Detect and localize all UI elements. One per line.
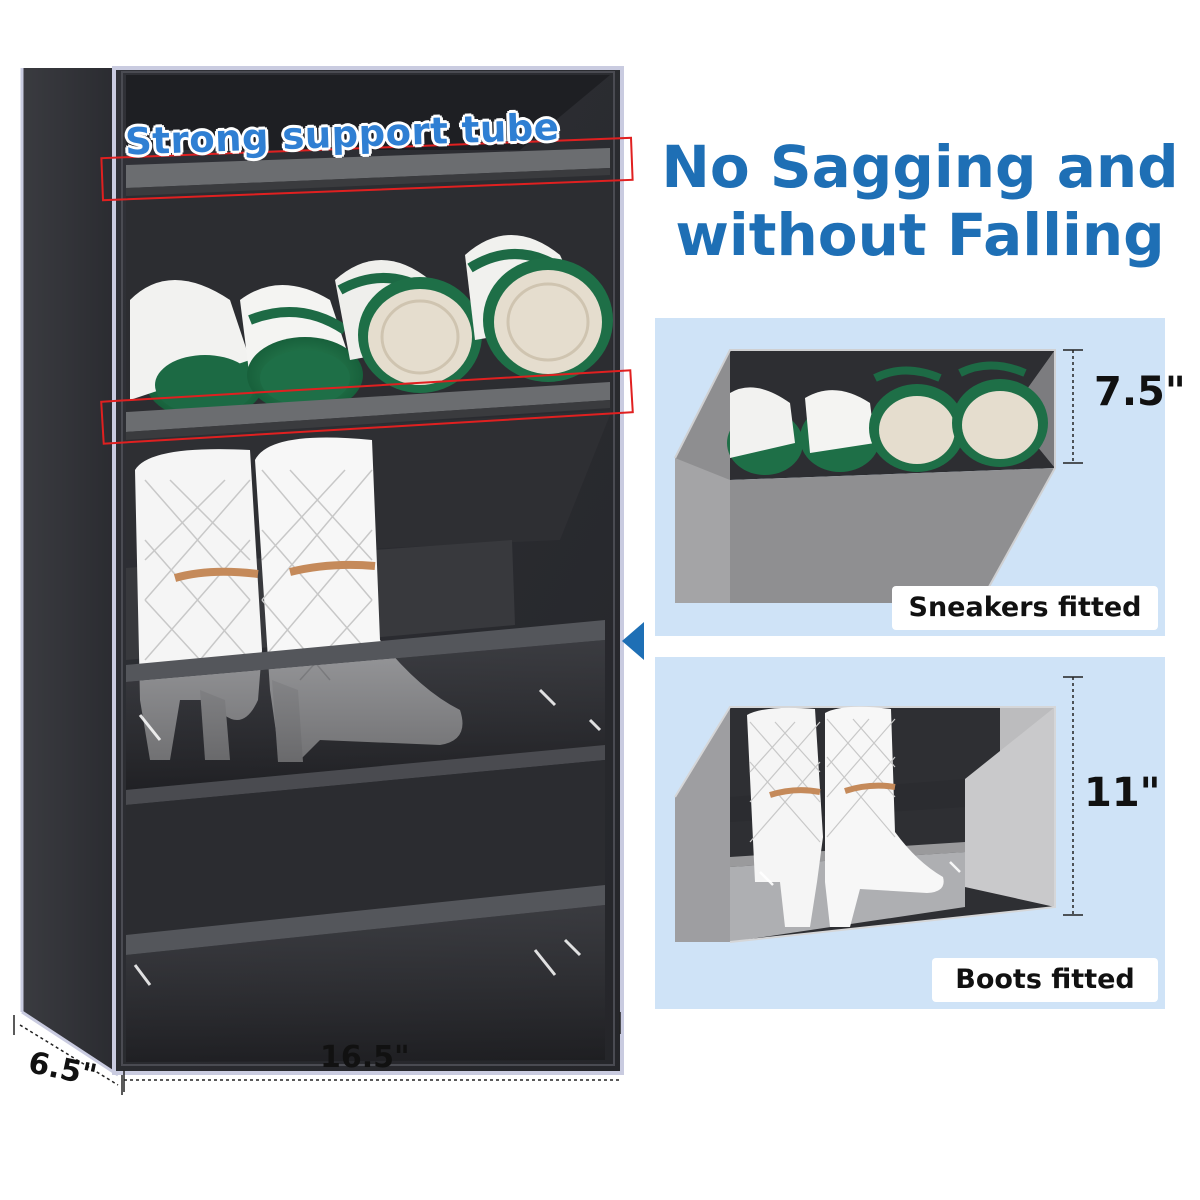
clear-window	[126, 905, 605, 1062]
width-label: 16.5"	[320, 1040, 410, 1075]
depth-dimension-line	[13, 1015, 123, 1095]
cabinet-side-panel	[22, 68, 118, 1075]
boots-cutaway-diagram	[674, 676, 1083, 943]
width-dimension-line	[123, 1012, 621, 1092]
shoe-cabinet-illustration	[13, 66, 634, 1095]
pointer-arrow-icon	[622, 622, 644, 660]
support-tube-middle	[126, 382, 610, 432]
sneakers-cutaway-diagram	[674, 349, 1083, 604]
clear-window	[126, 640, 605, 790]
highlight-box-top	[100, 136, 634, 202]
boot-buckle	[289, 560, 376, 576]
support-tube-top	[126, 148, 610, 188]
highlight-box-middle	[100, 369, 634, 445]
headline-line-1: No Sagging and	[661, 133, 1179, 201]
boots-caption: Boots fitted	[932, 958, 1158, 1002]
boot-buckle	[173, 567, 259, 582]
headline-line-2: without Falling	[675, 201, 1165, 269]
sneakers-height-label: 7.5"	[1094, 369, 1186, 415]
sneakers-caption: Sneakers fitted	[892, 586, 1158, 630]
sneakers-group	[130, 235, 613, 420]
boots-height-label: 11"	[1084, 770, 1161, 816]
shelf-bar	[126, 620, 605, 682]
shelf-bar	[126, 885, 605, 955]
